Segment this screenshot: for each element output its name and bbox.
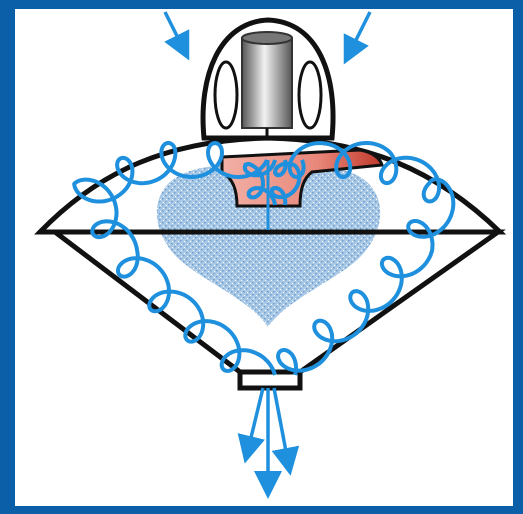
cyclone-separator-diagram (15, 9, 513, 506)
inflow-arrow-left (165, 12, 183, 48)
diagram-canvas (15, 9, 513, 506)
inflow-arrow-right (350, 12, 370, 52)
outflow-arrow-left (248, 388, 263, 450)
outflow-arrows (248, 388, 288, 485)
bottom-outlet (240, 372, 300, 388)
central-shaft (242, 38, 292, 128)
dome-window-left (215, 62, 237, 128)
central-shaft-top (242, 32, 292, 44)
dome-window-right (299, 62, 321, 128)
outflow-arrow-right (274, 388, 288, 462)
